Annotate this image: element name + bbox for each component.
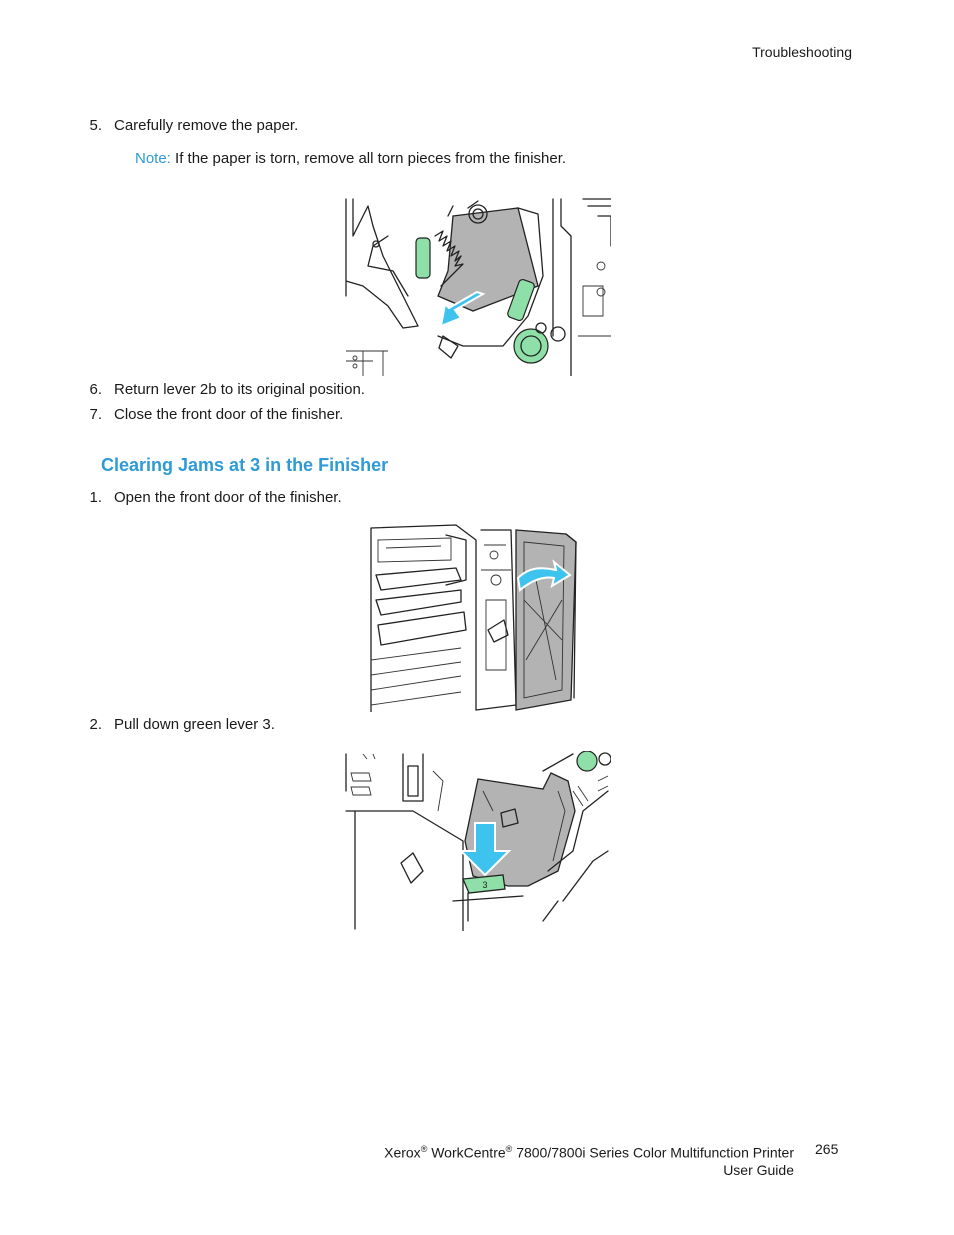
registered-mark: ® — [505, 1144, 513, 1154]
step-number: 6. — [89, 381, 102, 398]
figure-open-door — [366, 520, 578, 712]
step-text: Close the front door of the finisher. — [114, 406, 344, 423]
lever-3-label: 3 — [482, 880, 487, 890]
step-text: Return lever 2b to its original position… — [114, 381, 365, 398]
step-5: 5. Carefully remove the paper. — [80, 116, 780, 136]
footer-model: 7800/7800i Series Color Multifunction Pr… — [516, 1144, 794, 1161]
step-text: Pull down green lever 3. — [114, 716, 275, 733]
pull-lever-illustration: 3 — [345, 751, 611, 931]
footer-guide: User Guide — [723, 1161, 794, 1178]
step-text: Carefully remove the paper. — [114, 117, 299, 134]
footer-brand: Xerox — [384, 1144, 421, 1161]
step-number: 2. — [89, 716, 102, 733]
step-1: 1. Open the front door of the finisher. — [80, 488, 780, 508]
step-number: 1. — [89, 489, 102, 506]
step-text: Open the front door of the finisher. — [114, 489, 342, 506]
note: Note: If the paper is torn, remove all t… — [135, 149, 566, 169]
remove-paper-illustration — [345, 198, 611, 376]
footer-product: WorkCentre — [431, 1144, 506, 1161]
figure-pull-lever-3: 3 — [343, 751, 611, 931]
open-door-illustration — [370, 524, 577, 712]
page-number: 265 — [815, 1141, 839, 1157]
step-number: 5. — [89, 117, 102, 134]
section-heading: Clearing Jams at 3 in the Finisher — [101, 455, 389, 475]
step-7: 7. Close the front door of the finisher. — [80, 405, 780, 425]
registered-mark: ® — [420, 1144, 428, 1154]
step-6: 6. Return lever 2b to its original posit… — [80, 380, 780, 400]
step-number: 7. — [89, 406, 102, 423]
note-text: If the paper is torn, remove all torn pi… — [170, 150, 567, 167]
step-2: 2. Pull down green lever 3. — [80, 715, 780, 735]
note-label: Note: — [135, 150, 171, 167]
figure-remove-paper — [343, 196, 611, 376]
running-header: Troubleshooting — [752, 44, 852, 60]
footer-product-line: Xerox® WorkCentre® 7800/7800i Series Col… — [384, 1141, 794, 1162]
footer-title: Xerox® WorkCentre® 7800/7800i Series Col… — [384, 1141, 794, 1179]
